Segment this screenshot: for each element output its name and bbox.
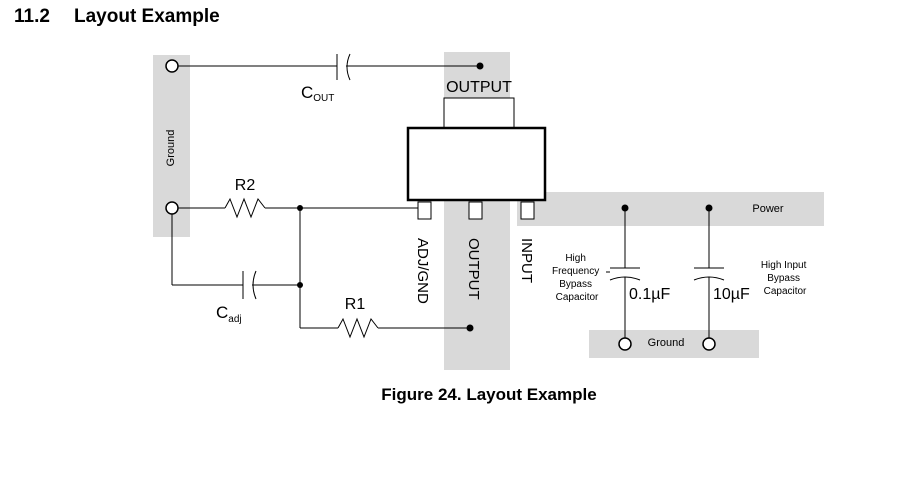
cap-10uf-label: 10µF — [713, 286, 750, 303]
hi-bypass-line-1: High Input — [761, 260, 807, 271]
pin-output-label: OUTPUT — [465, 238, 482, 300]
output-via-top — [476, 62, 484, 70]
ground-via-1 — [618, 337, 632, 351]
output-top-label: OUTPUT — [446, 79, 512, 96]
hf-bypass-line-4: Capacitor — [556, 292, 599, 303]
section-title: Layout Example — [74, 6, 220, 27]
power-via-2 — [705, 204, 713, 212]
hi-bypass-line-2: Bypass — [767, 273, 800, 284]
hf-bypass-line-1: High — [565, 253, 586, 264]
ground-terminal-mid — [165, 201, 179, 215]
r1-resistor — [300, 317, 470, 339]
ground-label-left: Ground — [165, 130, 177, 167]
pin-adj-label: ADJ/GND — [414, 238, 431, 304]
pin-adj-pad — [417, 201, 432, 220]
section-number: 11.2 — [14, 6, 50, 27]
hf-bypass-line-3: Bypass — [559, 279, 592, 290]
figure-caption: Figure 24. Layout Example — [381, 385, 597, 404]
ground-terminal-top — [165, 59, 179, 73]
cap-10uf — [693, 208, 725, 338]
cap-01uf-label: 0.1µF — [629, 286, 670, 303]
cout-label: COUT — [301, 83, 334, 104]
hf-bypass-label: High Frequency Bypass Capacitor — [552, 253, 602, 303]
pin-input-label: INPUT — [518, 238, 535, 283]
cadj-label-sub: adj — [228, 314, 241, 325]
hf-bypass-line-2: Frequency — [552, 266, 599, 277]
cout-label-main: C — [301, 83, 313, 102]
cadj-label: Cadj — [216, 303, 242, 325]
r1-label: R1 — [345, 296, 366, 313]
power-plane — [517, 192, 824, 226]
cadj-capacitor — [171, 214, 300, 300]
adj-junction — [297, 205, 303, 211]
cout-label-sub: OUT — [313, 93, 334, 104]
section-heading: 11.2 Layout Example — [14, 6, 220, 28]
power-via-1 — [621, 204, 629, 212]
pin-input-pad — [520, 201, 535, 220]
cadj-label-main: C — [216, 303, 228, 322]
cadj-junction — [297, 282, 303, 288]
regulator-package — [406, 126, 547, 202]
hi-bypass-label: High Input Bypass Capacitor — [761, 260, 809, 297]
hi-bypass-line-3: Capacitor — [764, 286, 807, 297]
cap-01uf — [606, 208, 641, 338]
r2-label: R2 — [235, 177, 256, 194]
ground-via-2 — [702, 337, 716, 351]
r2-resistor — [178, 197, 418, 328]
ground-plane-bottom — [589, 330, 759, 358]
pin-output-pad — [468, 201, 483, 220]
output-via-bottom — [466, 324, 474, 332]
cout-capacitor — [178, 53, 480, 81]
power-label: Power — [752, 203, 784, 215]
output-tab — [443, 97, 515, 129]
ground-label-bottom: Ground — [648, 337, 685, 349]
